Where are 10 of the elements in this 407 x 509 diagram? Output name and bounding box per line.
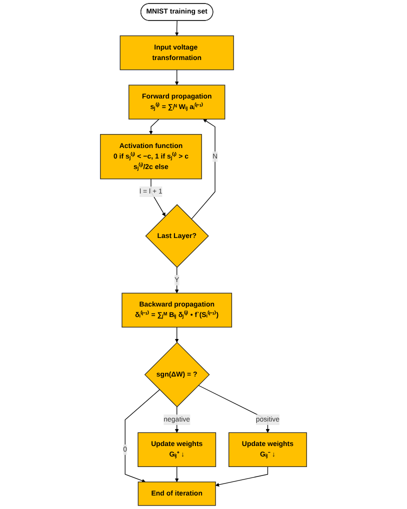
arrow bbox=[150, 178, 166, 216]
arrow bbox=[174, 466, 179, 482]
arrow bbox=[149, 118, 160, 135]
arrow bbox=[215, 466, 268, 487]
arrow bbox=[198, 385, 270, 433]
arrow bbox=[191, 118, 216, 220]
arrow bbox=[174, 326, 179, 343]
arrow bbox=[174, 20, 179, 36]
arrow bbox=[124, 389, 160, 483]
arrow bbox=[174, 69, 179, 86]
